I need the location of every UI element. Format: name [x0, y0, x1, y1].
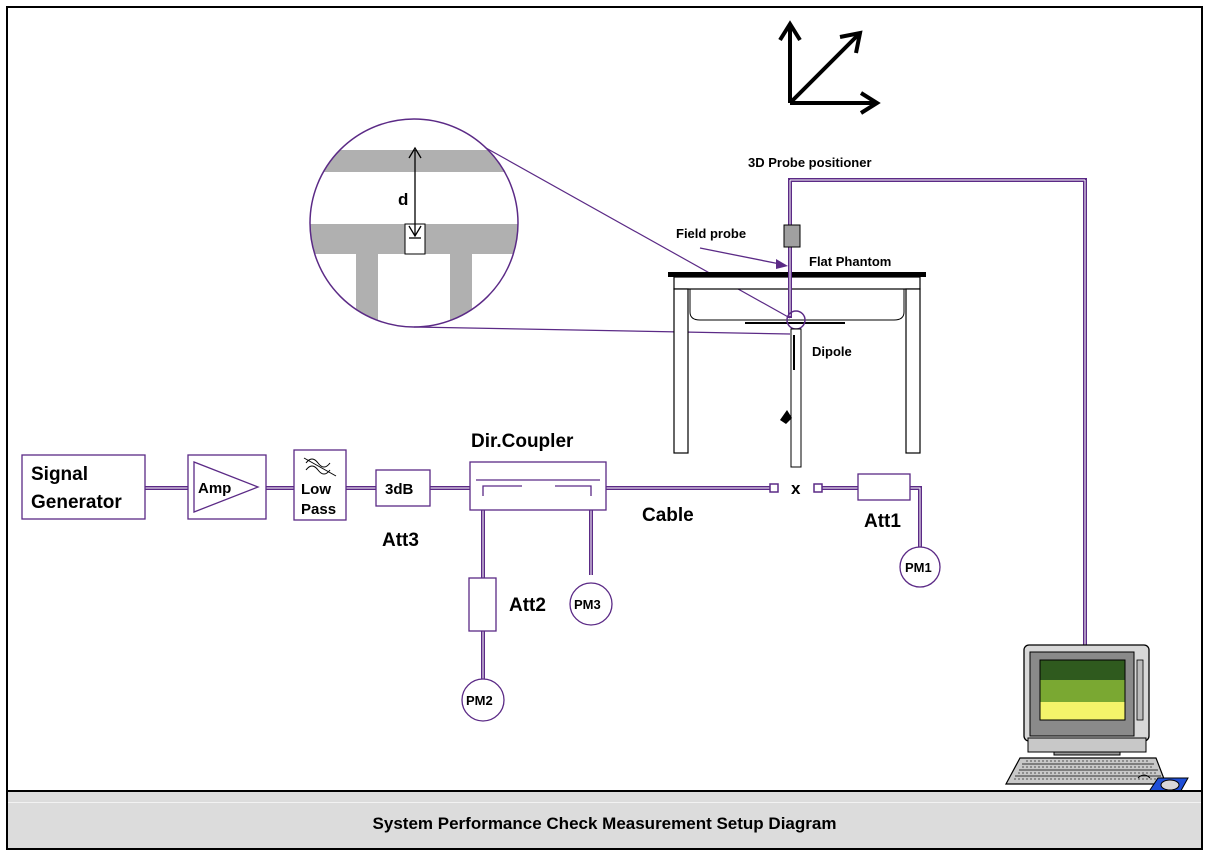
- field-probe-label: Field probe: [676, 226, 746, 241]
- attenuator-3db: 3dB Att3: [375, 469, 431, 551]
- probe-positioner-label: 3D Probe positioner: [748, 155, 872, 170]
- flat-phantom-label: Flat Phantom: [809, 254, 891, 269]
- dir-coupler-label: Dir.Coupler: [471, 431, 574, 452]
- att2-label: Att2: [509, 595, 546, 616]
- caption-bar: System Performance Check Measurement Set…: [6, 790, 1203, 850]
- signal-generator-label-1: Signal: [31, 464, 88, 485]
- computer-icon: [1004, 644, 1189, 797]
- attenuator-att1: Att1: [857, 473, 911, 532]
- field-probe-pointer: [699, 247, 788, 269]
- pm3-label: PM3: [574, 597, 601, 612]
- field-probe: [783, 224, 801, 248]
- power-meter-pm2: PM2: [461, 678, 505, 722]
- directional-coupler: Dir.Coupler: [469, 431, 607, 511]
- connector-x-label: x: [791, 479, 801, 498]
- att-3db-label: 3dB: [385, 481, 414, 498]
- cable-connectors: [769, 483, 823, 493]
- flat-phantom-table: [668, 272, 926, 454]
- signal-generator: Signal Generator: [21, 454, 146, 520]
- mouse-icon: [1160, 779, 1180, 791]
- att3-label: Att3: [382, 530, 419, 551]
- att1-label: Att1: [864, 511, 901, 532]
- amplifier: Amp: [187, 454, 267, 520]
- dipole: [745, 310, 845, 468]
- cable-label: Cable: [642, 505, 694, 526]
- power-meter-pm3: PM3: [569, 582, 613, 626]
- diagram-caption: System Performance Check Measurement Set…: [372, 814, 837, 833]
- low-pass-label-2: Pass: [301, 501, 336, 518]
- zoom-detail: d: [309, 118, 791, 335]
- axes-icon: [778, 20, 881, 115]
- distance-label: d: [398, 190, 408, 209]
- dipole-label: Dipole: [812, 344, 852, 359]
- attenuator-att2: Att2: [468, 577, 546, 632]
- pm2-label: PM2: [466, 693, 493, 708]
- signal-generator-label-2: Generator: [31, 492, 122, 513]
- probe-positioner: [783, 178, 1087, 654]
- power-meter-pm1: PM1: [899, 546, 941, 588]
- pm1-label: PM1: [905, 560, 932, 575]
- amp-label: Amp: [198, 480, 231, 497]
- low-pass-label-1: Low: [301, 481, 331, 498]
- sine-wave-icon: [305, 458, 331, 468]
- low-pass-filter: Low Pass: [293, 449, 347, 521]
